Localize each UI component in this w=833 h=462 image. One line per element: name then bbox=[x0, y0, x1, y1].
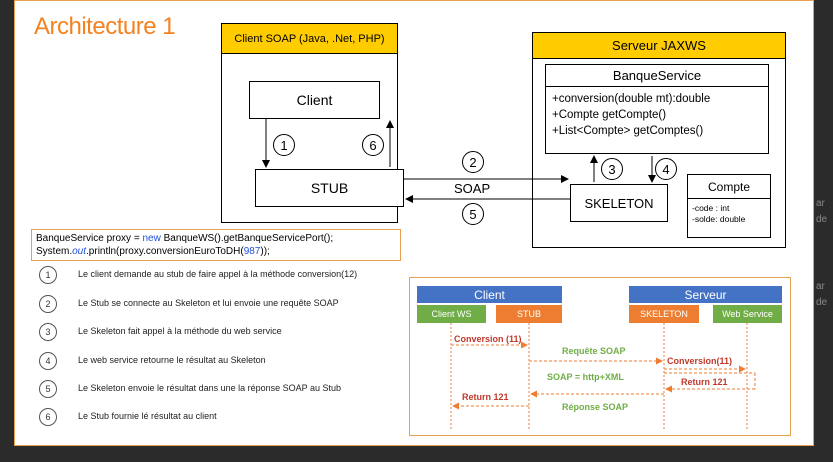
code-text: System. bbox=[36, 246, 73, 257]
code-text: .println(proxy.conversionEuroToDH( bbox=[86, 246, 244, 257]
legend-num: 6 bbox=[39, 408, 57, 426]
side-fragment-3: ar bbox=[816, 281, 825, 292]
msg-conversion-left: Conversion (11) bbox=[454, 334, 522, 344]
banque-service-methods: +conversion(double mt):double +Compte ge… bbox=[546, 87, 768, 143]
method-item: +Compte getCompte() bbox=[552, 109, 667, 121]
stub-box: STUB bbox=[255, 169, 404, 207]
msg-return-right: Return 121 bbox=[681, 377, 728, 387]
compte-class: Compte -code : int -solde: double bbox=[687, 174, 771, 238]
legend-num: 2 bbox=[39, 295, 57, 313]
banque-service-class: BanqueService +conversion(double mt):dou… bbox=[545, 64, 769, 154]
msg-soap-http-xml: SOAP = http+XML bbox=[547, 372, 624, 382]
compte-title: Compte bbox=[688, 175, 770, 199]
legend-text: Le Skeleton fait appel à la méthode du w… bbox=[78, 326, 282, 336]
legend-num: 4 bbox=[39, 352, 57, 370]
lane-skeleton: SKELETON bbox=[629, 305, 699, 323]
step-1-circle: 1 bbox=[273, 134, 295, 156]
msg-reponse-soap: Réponse SOAP bbox=[562, 402, 629, 412]
step-4-circle: 4 bbox=[655, 158, 677, 180]
method-item: +List<Compte> getComptes() bbox=[552, 125, 704, 137]
seq-serveur-header: Serveur bbox=[629, 286, 782, 303]
architecture-arrows bbox=[262, 119, 656, 203]
code-snippet: BanqueService proxy = new BanqueWS().get… bbox=[31, 229, 401, 261]
legend-num: 1 bbox=[39, 266, 57, 284]
side-fragment-2: de bbox=[816, 214, 828, 225]
method-item: +conversion(double mt):double bbox=[552, 93, 711, 105]
lane-client-ws: Client WS bbox=[417, 305, 486, 323]
soap-label: SOAP bbox=[454, 181, 491, 196]
seq-client-header: Client bbox=[417, 286, 562, 303]
step-3-circle: 3 bbox=[601, 158, 623, 180]
code-line-2: System.out.println(proxy.conversionEuroT… bbox=[36, 245, 396, 258]
serveur-header: Serveur JAXWS bbox=[533, 33, 785, 59]
step-2-circle: 2 bbox=[462, 151, 484, 173]
side-fragment-4: de bbox=[816, 297, 828, 308]
code-number: 987 bbox=[243, 246, 261, 257]
compte-field: -solde: double bbox=[692, 214, 746, 224]
compte-fields: -code : int -solde: double bbox=[688, 199, 770, 229]
code-text: BanqueService proxy = bbox=[36, 233, 143, 244]
client-box: Client bbox=[249, 81, 380, 119]
banque-service-title: BanqueService bbox=[546, 65, 768, 87]
skeleton-box: SKELETON bbox=[570, 184, 668, 222]
msg-requete-soap: Requête SOAP bbox=[562, 346, 626, 356]
slide-title: Architecture 1 bbox=[34, 13, 176, 40]
lane-stub: STUB bbox=[496, 305, 562, 323]
step-5-circle: 5 bbox=[462, 203, 484, 225]
side-fragment-1: ar bbox=[816, 198, 825, 209]
lane-web-service: Web Service bbox=[713, 305, 782, 323]
sequence-lines bbox=[450, 323, 756, 431]
slide: Architecture 1 Client SOAP (Java, .Net, … bbox=[14, 0, 814, 446]
legend-text: Le web service retourne le résultat au S… bbox=[78, 355, 266, 365]
code-field: out bbox=[72, 246, 87, 257]
legend-num: 5 bbox=[39, 380, 57, 398]
code-keyword: new bbox=[142, 233, 161, 244]
legend-text: Le Skeleton envoie le résultat dans une … bbox=[78, 383, 342, 393]
code-text: BanqueWS().getBanqueServicePort(); bbox=[160, 233, 334, 244]
code-text: )); bbox=[260, 246, 270, 257]
legend-text: Le Stub fournie lé résultat au client bbox=[78, 411, 217, 421]
step-6-circle: 6 bbox=[362, 134, 384, 156]
sequence-diagram bbox=[409, 277, 791, 436]
client-soap-header: Client SOAP (Java, .Net, PHP) bbox=[222, 24, 397, 54]
legend-text: Le client demande au stub de faire appel… bbox=[78, 269, 358, 279]
compte-field: -code : int bbox=[692, 203, 730, 213]
legend-text: Le Stub se connecte au Skeleton et lui e… bbox=[78, 298, 339, 308]
msg-return-left: Return 121 bbox=[462, 392, 509, 402]
code-line-1: BanqueService proxy = new BanqueWS().get… bbox=[36, 232, 396, 245]
legend-num: 3 bbox=[39, 323, 57, 341]
msg-conversion-right: Conversion(11) bbox=[667, 356, 733, 366]
